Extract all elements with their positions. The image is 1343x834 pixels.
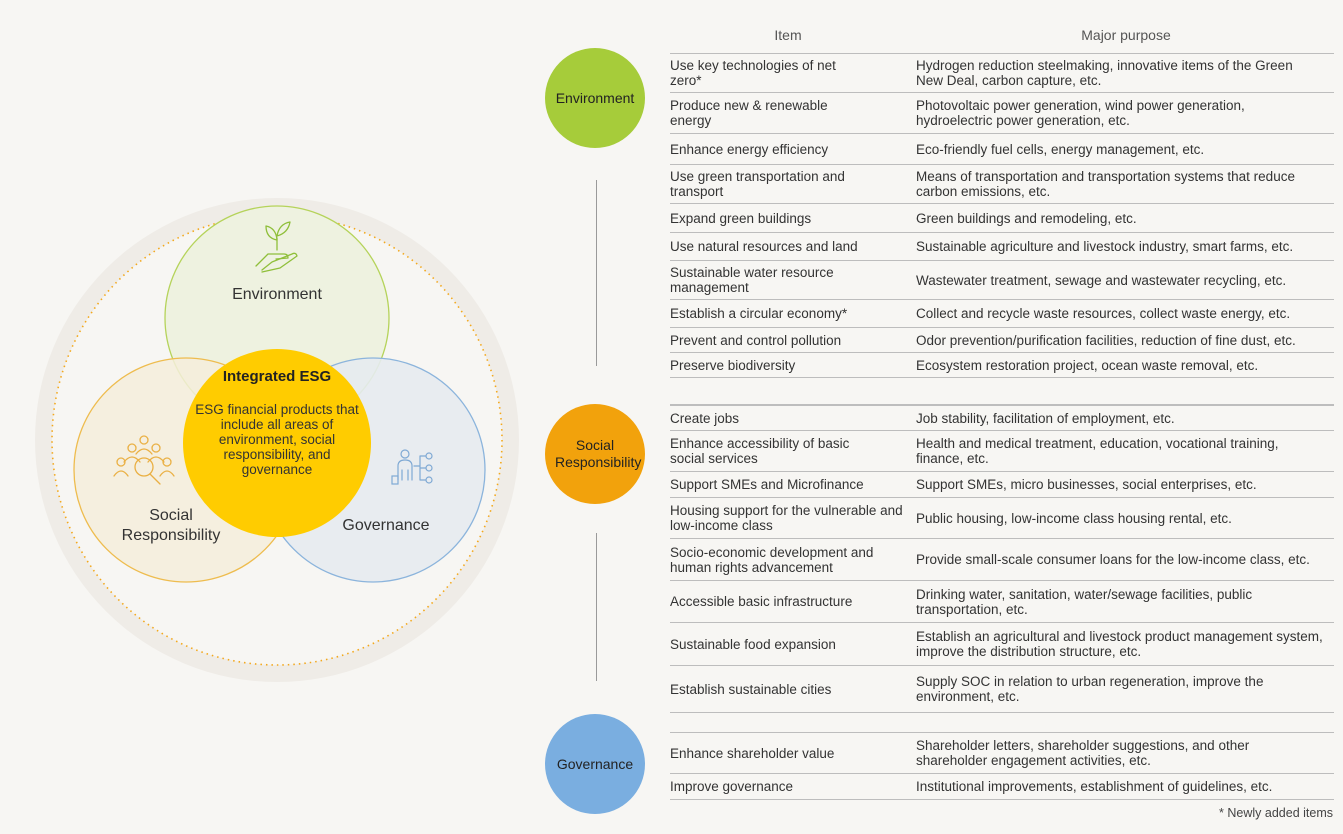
governance-venn-label: Governance: [342, 517, 430, 534]
category-environment-label: Environment: [555, 89, 635, 106]
header-item: Item: [774, 27, 802, 43]
row-purpose: Eco-friendly fuel cells, energy manageme…: [916, 141, 1205, 157]
row-item: Establish a circular economy*: [670, 306, 848, 321]
table-row: Socio-economic development and human rig…: [670, 538, 1334, 580]
table-row: Support SMEs and Microfinance Support SME…: [670, 471, 1334, 497]
table-row: Produce new & renewable energy Photovolta…: [670, 92, 1334, 133]
row-purpose: Ecosystem restoration project, ocean was…: [916, 357, 1259, 373]
table-row: Prevent and control pollution Odor preven…: [670, 327, 1334, 352]
row-purpose: Green buildings and remodeling, etc.: [916, 210, 1137, 226]
integrated-esg-circle: [183, 349, 371, 537]
row-item: Support SMEs and Microfinance: [670, 477, 864, 492]
row-purpose: Supply SOC in relation to urban regenera…: [916, 674, 1264, 704]
category-social-label: Social Responsibility: [555, 437, 642, 470]
row-purpose: Drinking water, sanitation, water/sewage…: [916, 586, 1253, 617]
table-row: Use natural resources and land Sustainabl…: [670, 232, 1334, 260]
category-governance: Governance: [545, 714, 645, 814]
row-purpose: Collect and recycle waste resources, col…: [916, 306, 1291, 321]
table-row: Sustainable water resource management Was…: [670, 260, 1334, 299]
table-row: Housing support for the vulnerable and l…: [670, 497, 1334, 538]
table-row: Improve governance Institutional improvem…: [670, 773, 1334, 800]
category-governance-label: Governance: [556, 755, 634, 772]
row-item: Socio-economic development and human rig…: [670, 544, 874, 575]
integrated-esg-title: Integrated ESG: [222, 368, 332, 385]
row-purpose: Provide small-scale consumer loans for t…: [916, 552, 1310, 567]
row-item: Housing support for the vulnerable and l…: [670, 503, 903, 533]
row-item: Use key technologies of net zero*: [670, 58, 836, 88]
table-row: Preserve biodiversity Ecosystem restorati…: [670, 352, 1334, 378]
divider-line: [596, 533, 597, 681]
row-item: Produce new & renewable energy: [670, 98, 828, 128]
category-environment: Environment: [545, 48, 645, 148]
footnote: * Newly added items: [1219, 806, 1333, 820]
row-item: Establish sustainable cities: [670, 681, 832, 697]
table-row: Use green transportation and transport Me…: [670, 164, 1334, 203]
plant-hand-icon: [255, 221, 298, 273]
row-item: Use natural resources and land: [670, 239, 858, 254]
table-row: Enhance shareholder value Shareholder let…: [670, 732, 1334, 773]
row-purpose: Wastewater treatment, sewage and wastewa…: [916, 272, 1287, 288]
row-purpose: Odor prevention/purification facilities,…: [916, 332, 1296, 348]
row-item: Enhance accessibility of basic social se…: [670, 436, 850, 466]
row-purpose: Health and medical treatment, education,…: [916, 436, 1279, 466]
row-purpose: Means of transportation and transportati…: [916, 169, 1295, 199]
row-purpose: Sustainable agriculture and livestock in…: [916, 239, 1294, 254]
row-item: Create jobs: [670, 410, 740, 426]
table-row: Sustainable food expansion Establish an a…: [670, 622, 1334, 665]
row-purpose: Institutional improvements, establishmen…: [916, 779, 1273, 794]
row-purpose: Public housing, low-income class housing…: [916, 510, 1232, 526]
environment-venn-label: Environment: [232, 286, 322, 303]
table-row: Create jobs Job stability, facilitation o…: [670, 405, 1334, 430]
table-row: Enhance energy efficiency Eco-friendly fu…: [670, 133, 1334, 164]
table-row: Use key technologies of net zero* Hydroge…: [670, 53, 1334, 92]
table-row: Expand green buildings Green buildings an…: [670, 203, 1334, 232]
social-venn-label: Social Responsibility: [121, 507, 221, 544]
integrated-esg-description: ESG financial products that include all …: [195, 402, 359, 477]
divider-line: [596, 180, 597, 366]
row-item: Enhance shareholder value: [670, 745, 835, 761]
header-purpose: Major purpose: [1081, 27, 1171, 43]
row-purpose: Photovoltaic power generation, wind powe…: [916, 98, 1245, 128]
row-purpose: Hydrogen reduction steelmaking, innovati…: [916, 58, 1293, 88]
people-search-icon: [113, 435, 175, 485]
table-row: Establish sustainable cities Supply SOC i…: [670, 665, 1334, 713]
row-item: Sustainable water resource management: [670, 265, 834, 295]
row-purpose: Shareholder letters, shareholder suggest…: [916, 738, 1250, 768]
row-purpose: Establish an agricultural and livestock …: [916, 629, 1323, 659]
table-row: Enhance accessibility of basic social se…: [670, 430, 1334, 471]
table-row: [670, 404, 1334, 405]
row-item: Enhance energy efficiency: [670, 141, 829, 157]
row-item: Accessible basic infrastructure: [670, 594, 853, 609]
org-chart-icon: [391, 449, 433, 485]
row-item: Expand green buildings: [670, 210, 812, 226]
table-row: Establish a circular economy* Collect and…: [670, 299, 1334, 327]
row-purpose: Job stability, facilitation of employmen…: [916, 410, 1175, 426]
row-purpose: Support SMEs, micro businesses, social e…: [916, 477, 1257, 492]
table-row: Accessible basic infrastructure Drinking …: [670, 580, 1334, 622]
category-social: Social Responsibility: [545, 404, 645, 504]
row-item: Prevent and control pollution: [670, 332, 842, 348]
row-item: Improve governance: [670, 779, 794, 794]
row-item: Sustainable food expansion: [670, 636, 836, 652]
row-item: Use green transportation and transport: [670, 169, 845, 199]
row-item: Preserve biodiversity: [670, 357, 796, 373]
